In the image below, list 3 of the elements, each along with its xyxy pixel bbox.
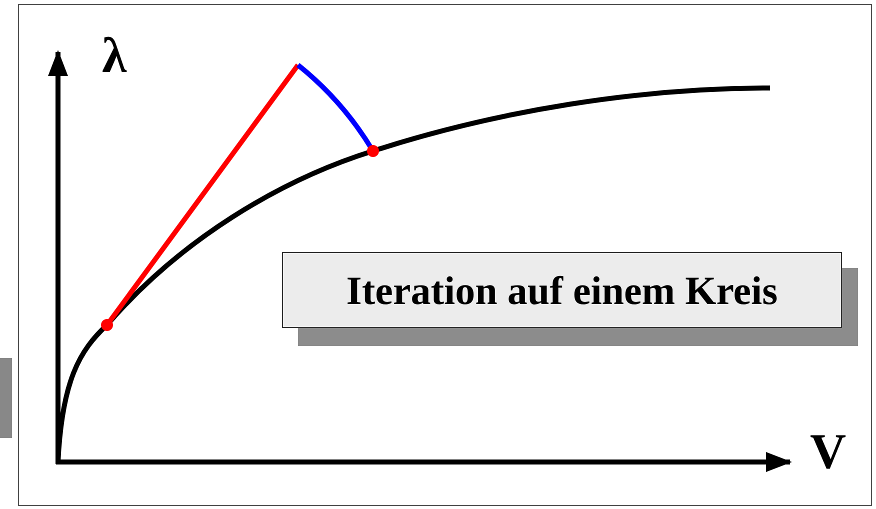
- label-box: Iteration auf einem Kreis: [282, 252, 842, 328]
- axis-label: λ: [102, 30, 127, 80]
- axis-label: V: [810, 426, 846, 476]
